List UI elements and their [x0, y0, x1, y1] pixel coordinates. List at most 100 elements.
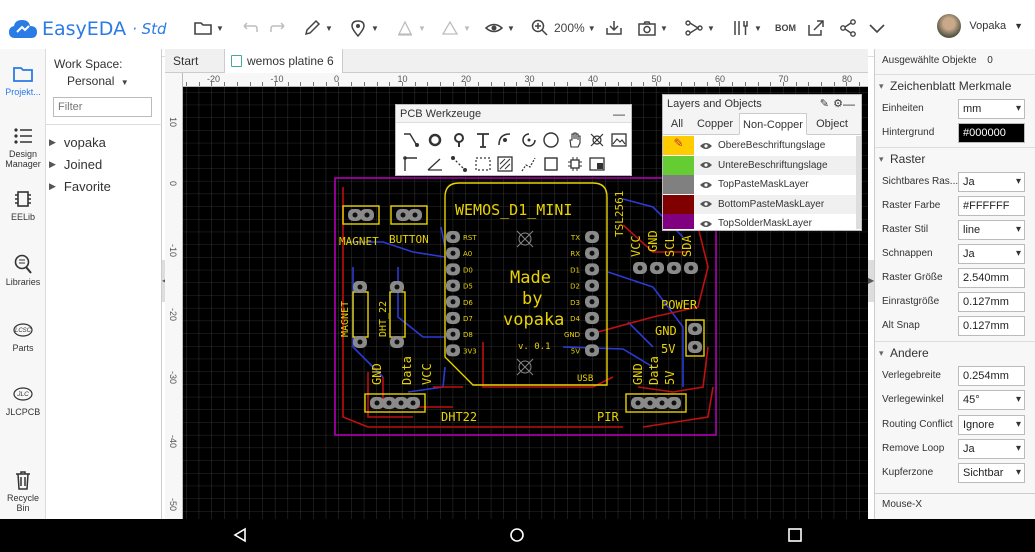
collapse-right-panel-handle[interactable]: ▶	[868, 260, 874, 302]
home-icon[interactable]	[509, 527, 525, 543]
layer-color-swatch[interactable]	[663, 214, 694, 229]
share-button[interactable]	[838, 16, 858, 40]
layer-row[interactable]: TopPasteMaskLayer	[663, 175, 857, 194]
section-grid[interactable]: Raster	[875, 147, 1035, 170]
more-button[interactable]	[867, 16, 887, 40]
user-menu[interactable]: Vopaka ▼	[937, 14, 1023, 38]
eye-icon[interactable]	[700, 142, 712, 150]
tools-menu-button[interactable]: ▼	[731, 16, 762, 40]
layers-title[interactable]: Layers and Objects ✎ ⚙ —	[663, 95, 861, 113]
rect-select-tool-icon[interactable]	[474, 155, 492, 173]
routing-conflict-select[interactable]: Ignore	[958, 415, 1025, 435]
tree-item-joined[interactable]: ▶Joined	[46, 157, 102, 172]
component-tool-icon[interactable]	[566, 155, 584, 173]
route-angle-select[interactable]: 45°	[958, 390, 1025, 410]
undo-button[interactable]	[240, 16, 260, 40]
eye-icon[interactable]	[700, 200, 712, 208]
recents-icon[interactable]	[787, 527, 803, 543]
dimension-tool-icon[interactable]	[426, 155, 444, 173]
layout-tool-icon[interactable]	[588, 155, 606, 173]
app-logo[interactable]: EasyEDA · Std	[8, 14, 167, 44]
bom-button[interactable]: BOM	[775, 23, 796, 33]
filter-input[interactable]	[53, 97, 152, 117]
polygon-cut-tool-icon[interactable]	[588, 131, 606, 149]
section-canvas-properties[interactable]: Zeichenblatt Merkmale	[875, 74, 1035, 97]
alt-snap-input[interactable]: 0.127mm	[958, 316, 1025, 336]
pad-tool-icon[interactable]	[426, 131, 444, 149]
minimize-icon[interactable]: —	[843, 97, 855, 111]
pcb-drawing[interactable]: WEMOS_D1_MINI Made by vopaka v. 0.1 USB …	[183, 87, 868, 519]
route-tool-icon[interactable]	[520, 155, 538, 173]
layer-color-swatch[interactable]	[663, 175, 694, 194]
snap-size-input[interactable]: 0.127mm	[958, 292, 1025, 312]
grid-style-select[interactable]: line	[958, 220, 1025, 240]
rectangle-tool-icon[interactable]	[542, 155, 560, 173]
snap-select[interactable]: Ja	[958, 244, 1025, 264]
tab-layers-object[interactable]: Object	[816, 118, 848, 130]
eye-icon[interactable]	[700, 161, 712, 169]
pcb-tools-title[interactable]: PCB Werkzeuge—	[396, 105, 631, 123]
arrange-menu-button[interactable]: ▼	[440, 16, 471, 40]
nav-design-manager[interactable]: Design Manager	[0, 125, 46, 169]
edit-menu-button[interactable]: ▼	[302, 16, 333, 40]
tab-layers-copper[interactable]: Copper	[696, 118, 734, 130]
gear-icon[interactable]: ⚙	[833, 98, 843, 110]
connect-pad-tool-icon[interactable]	[450, 155, 468, 173]
via-tool-icon[interactable]	[450, 131, 468, 149]
tab-pcb[interactable]: wemos platine 6	[225, 49, 343, 73]
background-color-input[interactable]: #000000	[958, 123, 1025, 143]
units-select[interactable]: mm	[958, 99, 1025, 119]
nav-eelib[interactable]: EELib	[0, 188, 46, 222]
minimize-icon[interactable]: —	[613, 107, 625, 121]
layer-color-swatch[interactable]	[663, 194, 694, 214]
tab-layers-non-copper[interactable]: Non-Copper	[739, 113, 807, 135]
redo-button[interactable]	[268, 16, 288, 40]
image-tool-icon[interactable]	[610, 131, 628, 149]
nav-projects[interactable]: Projekt...	[0, 63, 46, 97]
tab-layers-all[interactable]: All	[670, 118, 684, 130]
copper-zone-select[interactable]: Sichtbar	[958, 463, 1025, 483]
layer-color-swatch[interactable]	[663, 155, 694, 175]
remove-loop-select[interactable]: Ja	[958, 439, 1025, 459]
import-button[interactable]	[604, 16, 624, 40]
pin-icon[interactable]: ✎	[819, 98, 829, 110]
route-width-input[interactable]: 0.254mm	[958, 366, 1025, 386]
text-tool-icon[interactable]	[474, 131, 492, 149]
place-menu-button[interactable]: ▼	[348, 16, 379, 40]
align-menu-button[interactable]: ▼	[395, 16, 426, 40]
eye-icon[interactable]	[700, 181, 712, 189]
layer-row[interactable]: BottomPasteMaskLayer	[663, 194, 857, 214]
workspace-select[interactable]: Personal ▼	[67, 74, 129, 88]
tree-item-vopaka[interactable]: ▶vopaka	[46, 135, 106, 150]
view-menu-button[interactable]: ▼	[484, 16, 515, 40]
nav-recycle-bin[interactable]: Recycle Bin	[0, 469, 46, 513]
arc-center-tool-icon[interactable]	[520, 131, 538, 149]
tab-start[interactable]: Start	[165, 49, 225, 73]
hand-tool-icon[interactable]	[566, 131, 584, 149]
layers-scrollbar[interactable]	[856, 136, 861, 229]
layer-row[interactable]: ✎ObereBeschriftungslage	[663, 136, 857, 155]
grid-color-input[interactable]: #FFFFFF	[958, 196, 1025, 216]
section-other[interactable]: Andere	[875, 341, 1035, 364]
layer-row[interactable]: UntereBeschriftungslage	[663, 155, 857, 175]
layer-color-swatch[interactable]: ✎	[663, 136, 694, 155]
arc-tool-icon[interactable]	[496, 131, 514, 149]
file-menu-button[interactable]: ▼	[193, 16, 224, 40]
track-tool-icon[interactable]	[402, 131, 420, 149]
line-tool-icon[interactable]	[402, 155, 420, 173]
export-button[interactable]	[806, 16, 826, 40]
nav-libraries[interactable]: Libraries	[0, 253, 46, 287]
visible-grid-select[interactable]: Ja	[958, 172, 1025, 192]
eye-icon[interactable]	[700, 220, 712, 228]
zoom-menu-button[interactable]: 200%▼	[530, 16, 596, 40]
camera-button[interactable]: ▼	[637, 16, 668, 40]
grid-size-input[interactable]: 2.540mm	[958, 268, 1025, 288]
tree-item-favorite[interactable]: ▶Favorite	[46, 179, 111, 194]
back-icon[interactable]	[232, 527, 248, 543]
circle-tool-icon[interactable]	[542, 131, 560, 149]
layer-row[interactable]: TopSolderMaskLayer	[663, 214, 857, 229]
copper-area-tool-icon[interactable]	[496, 155, 514, 173]
share-nodes-button[interactable]: ▼	[684, 16, 715, 40]
